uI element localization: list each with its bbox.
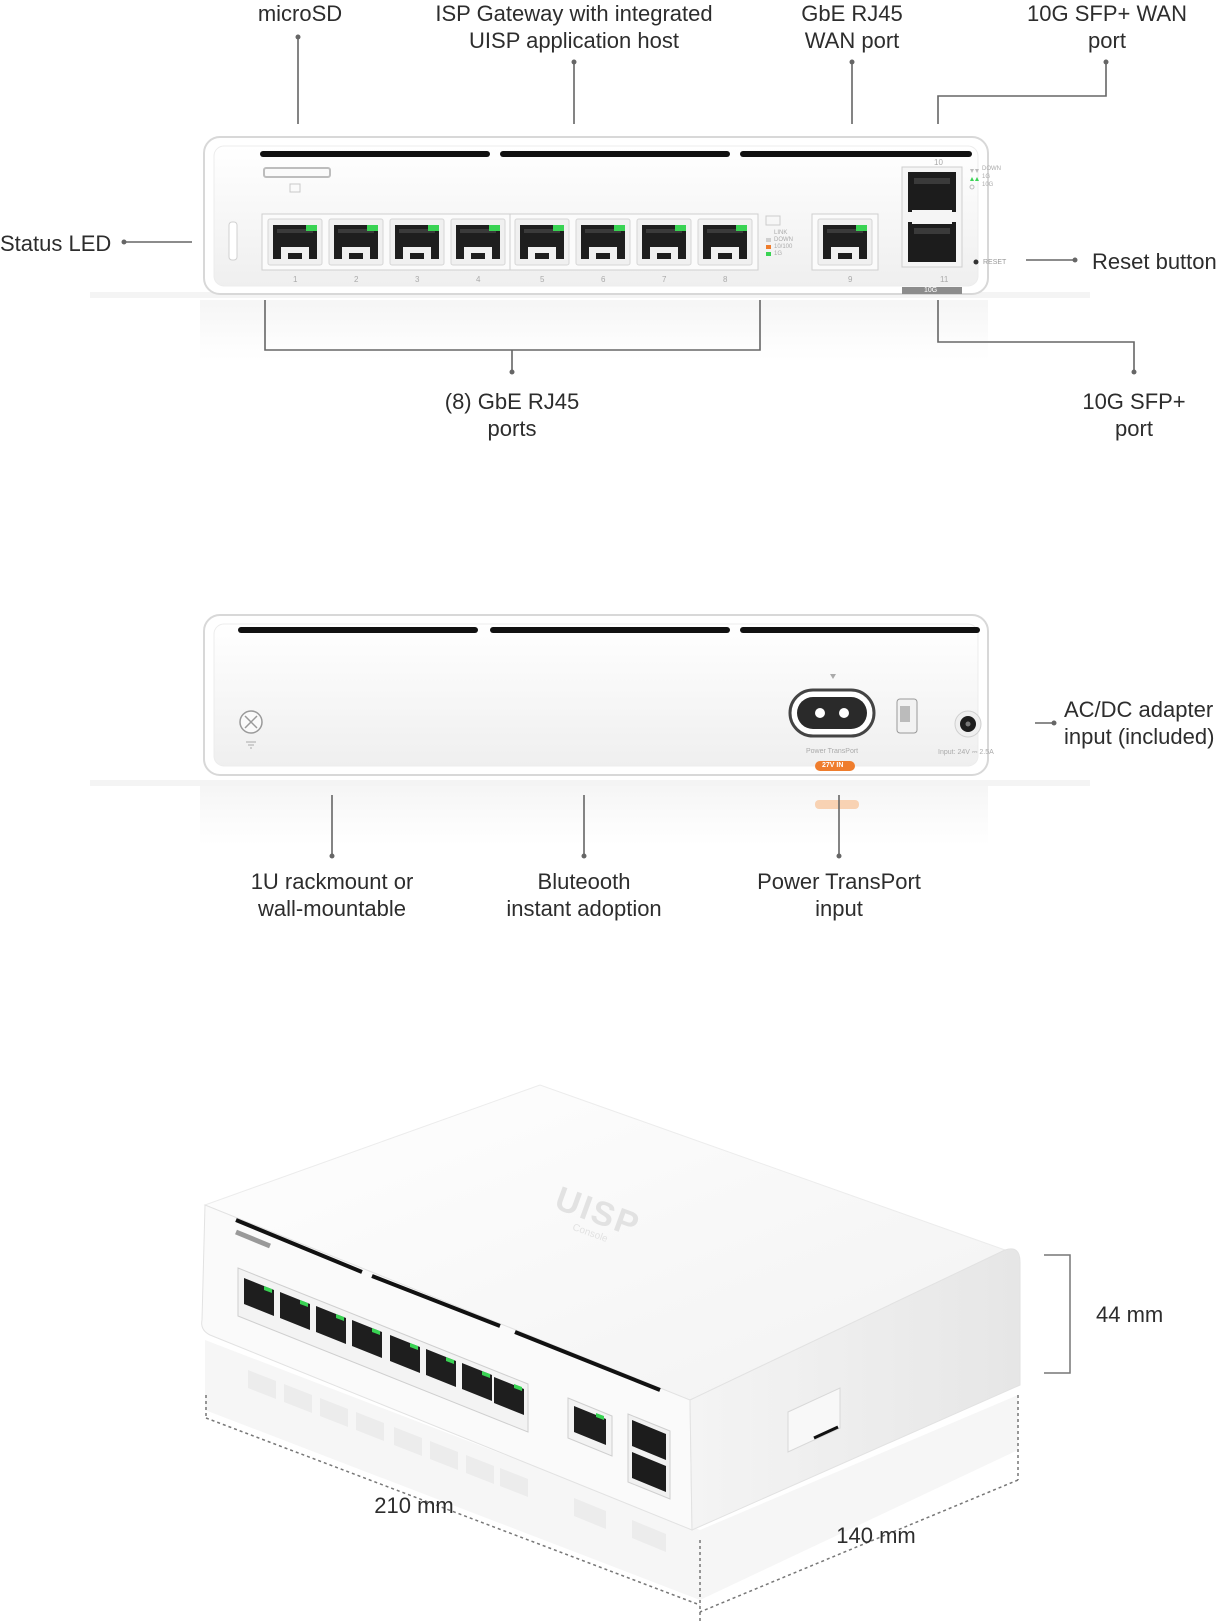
port-number: 6 <box>601 275 606 284</box>
legend-link: LINK <box>774 230 788 236</box>
sfp-tag: 10G <box>924 287 938 294</box>
label-reset: Reset button <box>1092 249 1217 274</box>
transport-caption: Power TransPort <box>806 748 859 755</box>
label-adapter: AC/DC adapter input (included) <box>1064 697 1215 749</box>
port-number: 2 <box>354 275 359 284</box>
back-view <box>90 614 1090 845</box>
front-leader-dots <box>121 34 1137 375</box>
label-status-led: Status LED <box>0 231 112 256</box>
port-number: 7 <box>662 275 667 284</box>
port-number: 1 <box>293 275 298 284</box>
reset-text: RESET <box>983 259 1007 266</box>
input-caption: Input: 24V ⎓ 2.5A <box>938 749 994 756</box>
label-rackmount: 1U rackmount or wall-mountable <box>250 869 414 921</box>
dim-height: 44 mm <box>1096 1302 1164 1327</box>
label-transport: Power TransPort input <box>757 869 921 921</box>
label-wan-sfp: 10G SFP+ WAN port <box>1027 1 1187 53</box>
back-leader-dots <box>329 720 1057 859</box>
label-gateway: ISP Gateway with integrated UISP applica… <box>435 1 713 53</box>
sfp-legend-down: DOWN <box>982 166 1001 172</box>
label-sfp-port: 10G SFP+ port <box>1082 389 1186 441</box>
iso-view <box>201 1084 1021 1600</box>
legend-10-100: 10/100 <box>774 244 793 250</box>
wan-port-number: 9 <box>848 275 853 284</box>
label-bluetooth: Bluteooth instant adoption <box>506 869 662 921</box>
legend-down: DOWN <box>774 237 793 243</box>
front-view <box>90 136 1090 360</box>
sfp-number: 11 <box>940 275 949 284</box>
port-number: 5 <box>540 275 545 284</box>
sfp-number: 10 <box>934 158 943 167</box>
sfp-legend-10g: 10G <box>982 182 994 188</box>
back-leader-lines <box>331 722 1054 856</box>
dim-width: 210 mm <box>374 1493 454 1518</box>
sfp-legend-1g: 1G <box>982 174 991 180</box>
legend-1g: 1G <box>774 251 783 257</box>
port-number: 4 <box>476 275 481 284</box>
transport-badge: 27V IN <box>822 762 844 769</box>
dimension-lines <box>205 1254 1071 1624</box>
label-rj45-ports: (8) GbE RJ45 ports <box>444 389 580 441</box>
label-wan-rj45: GbE RJ45 WAN port <box>801 1 903 53</box>
port-number: 3 <box>415 275 420 284</box>
front-leader-lines <box>124 37 1135 372</box>
dim-depth: 140 mm <box>836 1523 916 1548</box>
port-number: 8 <box>723 275 728 284</box>
label-microsd: microSD <box>257 1 343 26</box>
